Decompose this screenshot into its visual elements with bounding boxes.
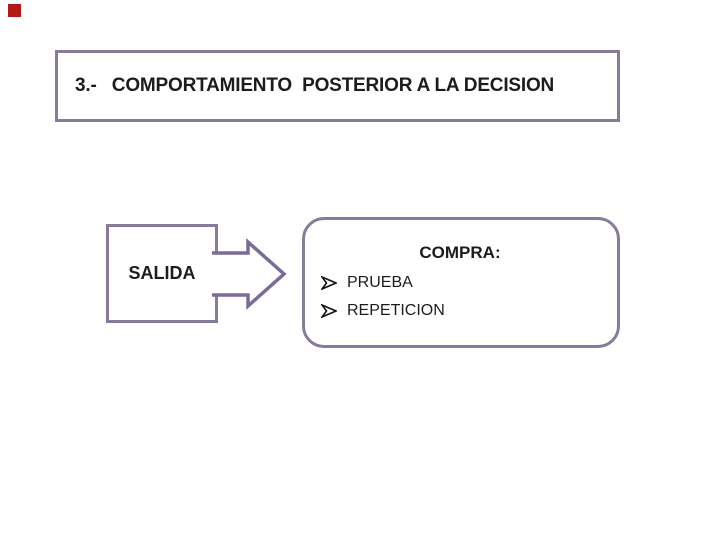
title-banner: 3.- COMPORTAMIENTO POSTERIOR A LA DECISI… — [55, 50, 620, 122]
list-item-label: REPETICION — [347, 302, 445, 319]
block-arrow-right-icon — [212, 238, 287, 310]
compra-box: COMPRA: PRUEBA REPETICION — [302, 217, 620, 348]
salida-label: SALIDA — [128, 263, 196, 283]
list-item-label: PRUEBA — [347, 274, 413, 291]
arrowhead-bullet-icon — [321, 276, 337, 290]
list-item: REPETICION — [317, 297, 603, 325]
compra-list: PRUEBA REPETICION — [317, 269, 603, 325]
compra-heading: COMPRA: — [419, 243, 501, 262]
slide-title: 3.- COMPORTAMIENTO POSTERIOR A LA DECISI… — [75, 75, 555, 96]
list-item: PRUEBA — [317, 269, 603, 297]
red-corner-marker — [8, 4, 21, 17]
arrowhead-bullet-icon — [321, 304, 337, 318]
salida-box: SALIDA — [106, 224, 218, 323]
